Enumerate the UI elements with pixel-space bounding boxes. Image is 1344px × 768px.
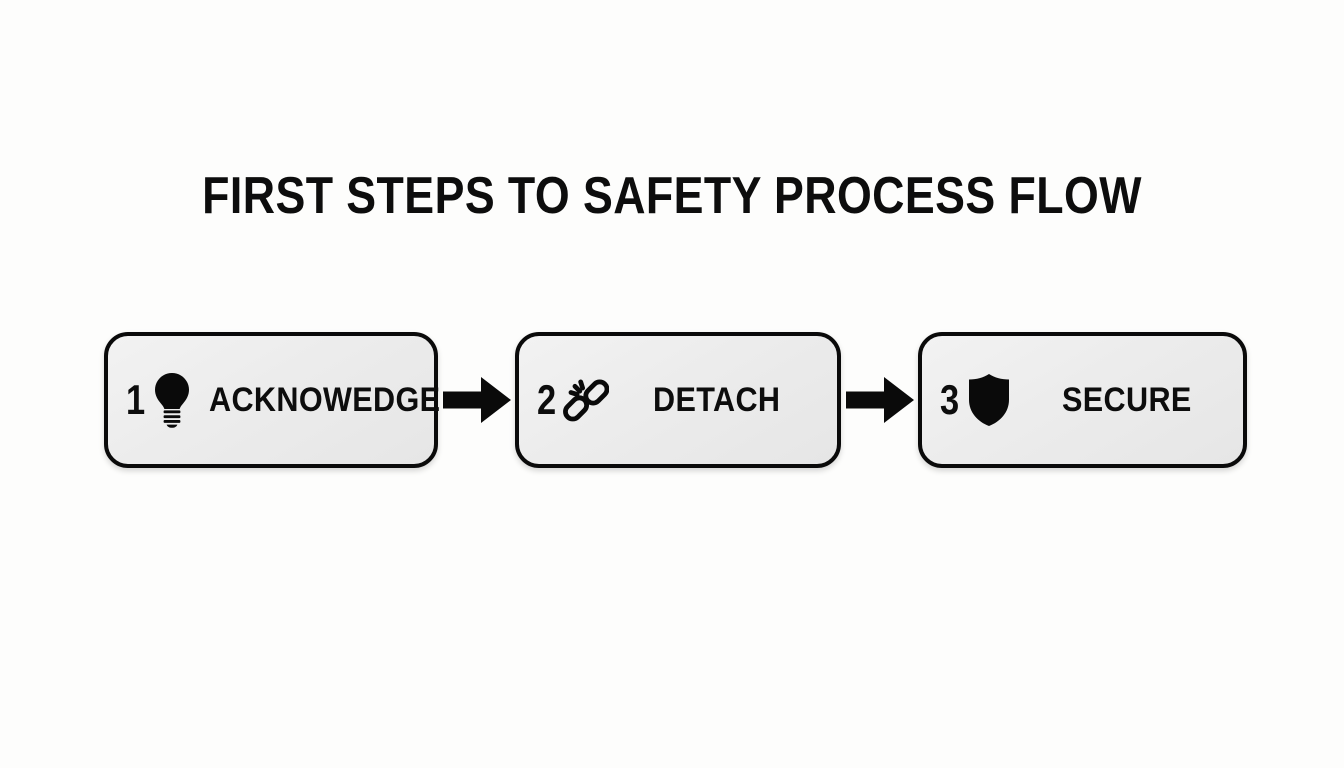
step-label-3: SECURE bbox=[1062, 381, 1192, 419]
step-number-3: 3 bbox=[940, 376, 960, 423]
process-step-2[interactable]: 2 DETACH bbox=[515, 332, 841, 468]
step-label-1: ACKNOWEDGE bbox=[209, 381, 441, 419]
process-flow: 1 ACKNOWEDGE 2 bbox=[104, 332, 1247, 468]
step-label-2: DETACH bbox=[653, 381, 781, 419]
process-step-1[interactable]: 1 ACKNOWEDGE bbox=[104, 332, 441, 468]
step-number-2: 2 bbox=[537, 376, 557, 423]
arrow-right-icon-2 bbox=[841, 365, 918, 435]
broken-chain-link-icon bbox=[563, 371, 609, 429]
shield-icon bbox=[966, 371, 1012, 429]
step-number-1: 1 bbox=[126, 376, 146, 423]
process-step-3[interactable]: 3 SECURE bbox=[918, 332, 1247, 468]
page-title: FIRST STEPS TO SAFETY PROCESS FLOW bbox=[202, 167, 1142, 225]
lightbulb-icon bbox=[149, 371, 195, 429]
arrow-right-icon-1 bbox=[438, 365, 515, 435]
